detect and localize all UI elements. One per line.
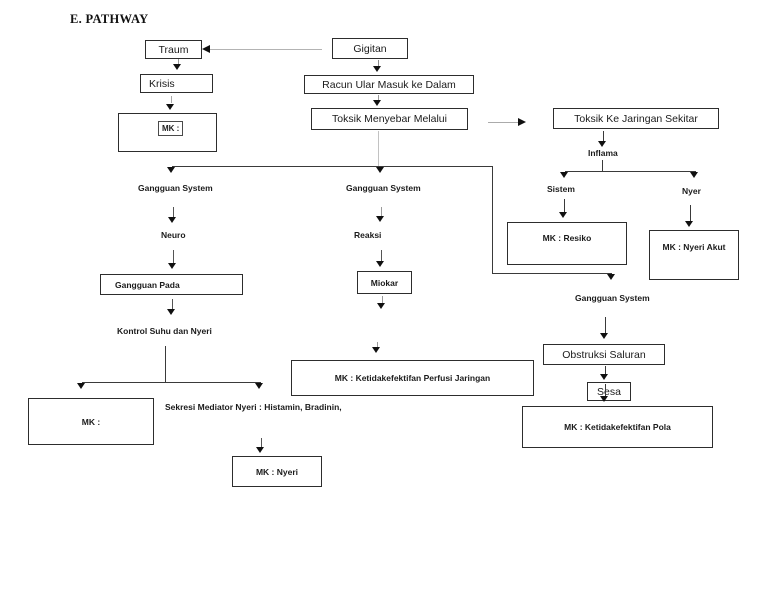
node-toksik-jaringan: Toksik Ke Jaringan Sekitar xyxy=(553,108,719,129)
node-gigitan: Gigitan xyxy=(332,38,408,59)
arrowhead-toksik-jaringan xyxy=(518,118,526,126)
connector-racun-toksik xyxy=(378,95,379,101)
arrowhead-reaksi xyxy=(376,216,384,222)
arrowhead-krisis xyxy=(173,64,181,70)
node-mk-blank: MK : xyxy=(28,398,154,445)
connector-traum-krisis xyxy=(178,59,179,65)
label-sistem: Sistem xyxy=(547,184,575,194)
arrowhead-nyer xyxy=(690,172,698,178)
label-gangguan-system-right: Gangguan System xyxy=(575,293,650,303)
node-mk-resiko: MK : Resiko xyxy=(507,222,627,265)
connector-sekresi-nyeri xyxy=(261,438,262,448)
arrowhead-gangguan-mid xyxy=(376,167,384,173)
arrowhead-gangguan-left xyxy=(167,167,175,173)
arrowhead-racun xyxy=(373,66,381,72)
node-mk-perfusi: MK : Ketidakefektifan Perfusi Jaringan xyxy=(291,360,534,396)
connector-jaringan-inflama xyxy=(603,131,604,142)
connector-sesa-pola xyxy=(605,384,606,398)
connector-toksik-dash xyxy=(488,122,518,123)
arrowhead-sistem xyxy=(560,172,568,178)
node-sesa: Sesa xyxy=(587,382,631,401)
arrowhead-mk-nyeri xyxy=(256,447,264,453)
arrowhead-kontrol xyxy=(167,309,175,315)
arrowhead-mk-blank xyxy=(77,383,85,389)
connector-kontrol-branch xyxy=(82,382,261,383)
connector-inflama-stub xyxy=(602,160,603,171)
node-gangguan-pada: Gangguan Pada xyxy=(100,274,243,295)
connector-reaksi-miokar xyxy=(381,250,382,262)
connector-gpada-kontrol xyxy=(172,299,173,310)
arrowhead-mk-nyeri-akut xyxy=(685,221,693,227)
label-inflama: Inflama xyxy=(588,148,618,158)
node-mk-nyeri-akut: MK : Nyeri Akut xyxy=(649,230,739,280)
connector-gsleft-neuro xyxy=(173,207,174,218)
node-mk-krisis: MK : xyxy=(118,113,217,152)
arrowhead-miokar-down xyxy=(377,303,385,309)
label-reaksi: Reaksi xyxy=(354,230,382,240)
connector-inflama-branch xyxy=(565,171,696,172)
connector-perfusi-stub xyxy=(377,342,378,348)
connector-krisis-mk xyxy=(171,96,172,103)
node-obstruksi-saluran: Obstruksi Saluran xyxy=(543,344,665,365)
label-gangguan-system-left: Gangguan System xyxy=(138,183,213,193)
connector-kontrol-stub xyxy=(165,346,166,382)
arrowhead-sekresi xyxy=(255,383,263,389)
connector-toksik-dist xyxy=(378,131,379,167)
arrowhead-mk-krisis xyxy=(166,104,174,110)
arrowhead-neuro xyxy=(168,217,176,223)
connector-obstruksi-sesa xyxy=(605,366,606,375)
mk-inner-box: MK : xyxy=(158,121,184,136)
connector-gigitan-racun xyxy=(378,60,379,67)
node-racun-ular: Racun Ular Masuk ke Dalam xyxy=(304,75,474,94)
label-kontrol-suhu: Kontrol Suhu dan Nyeri xyxy=(117,326,212,336)
connector-miokar-down xyxy=(382,296,383,304)
node-traum: Traum xyxy=(145,40,202,59)
arrowhead-sesa xyxy=(600,374,608,380)
label-nyer: Nyer xyxy=(682,186,701,196)
connector-nyer-akut xyxy=(690,205,691,222)
arrowhead-gangguan-pada xyxy=(168,263,176,269)
node-miokar: Miokar xyxy=(357,271,412,294)
arrowhead-obstruksi xyxy=(600,333,608,339)
arrowhead-miokar xyxy=(376,261,384,267)
connector-neuro-gpada xyxy=(173,250,174,264)
arrowhead-mk-perfusi xyxy=(372,347,380,353)
arrowhead-toksik-menyebar xyxy=(373,100,381,106)
node-krisis: Krisis xyxy=(140,74,213,93)
page-title: E. PATHWAY xyxy=(70,12,149,26)
connector-sistem-resiko xyxy=(564,199,565,213)
node-toksik-menyebar: Toksik Menyebar Melalui xyxy=(311,108,468,130)
connector-gsright-obstruksi xyxy=(605,317,606,334)
connector-elbow-vertical xyxy=(492,166,493,274)
label-neuro: Neuro xyxy=(161,230,186,240)
arrowhead-mk-resiko xyxy=(559,212,567,218)
arrowhead-inflama xyxy=(598,141,606,147)
arrowhead-left-traum xyxy=(202,45,210,53)
connector-distribution xyxy=(172,166,493,167)
connector-elbow-horizontal xyxy=(492,273,612,274)
arrowhead-mk-pola xyxy=(600,396,608,402)
connector-gigitan-traum xyxy=(210,49,322,50)
label-sekresi-mediator: Sekresi Mediator Nyeri : Histamin, Bradi… xyxy=(165,402,342,412)
node-mk-pola: MK : Ketidakefektifan Pola xyxy=(522,406,713,448)
label-gangguan-system-mid: Gangguan System xyxy=(346,183,421,193)
connector-gsmid-reaksi xyxy=(381,207,382,217)
arrowhead-gangguan-right xyxy=(607,274,615,280)
node-mk-nyeri: MK : Nyeri xyxy=(232,456,322,487)
